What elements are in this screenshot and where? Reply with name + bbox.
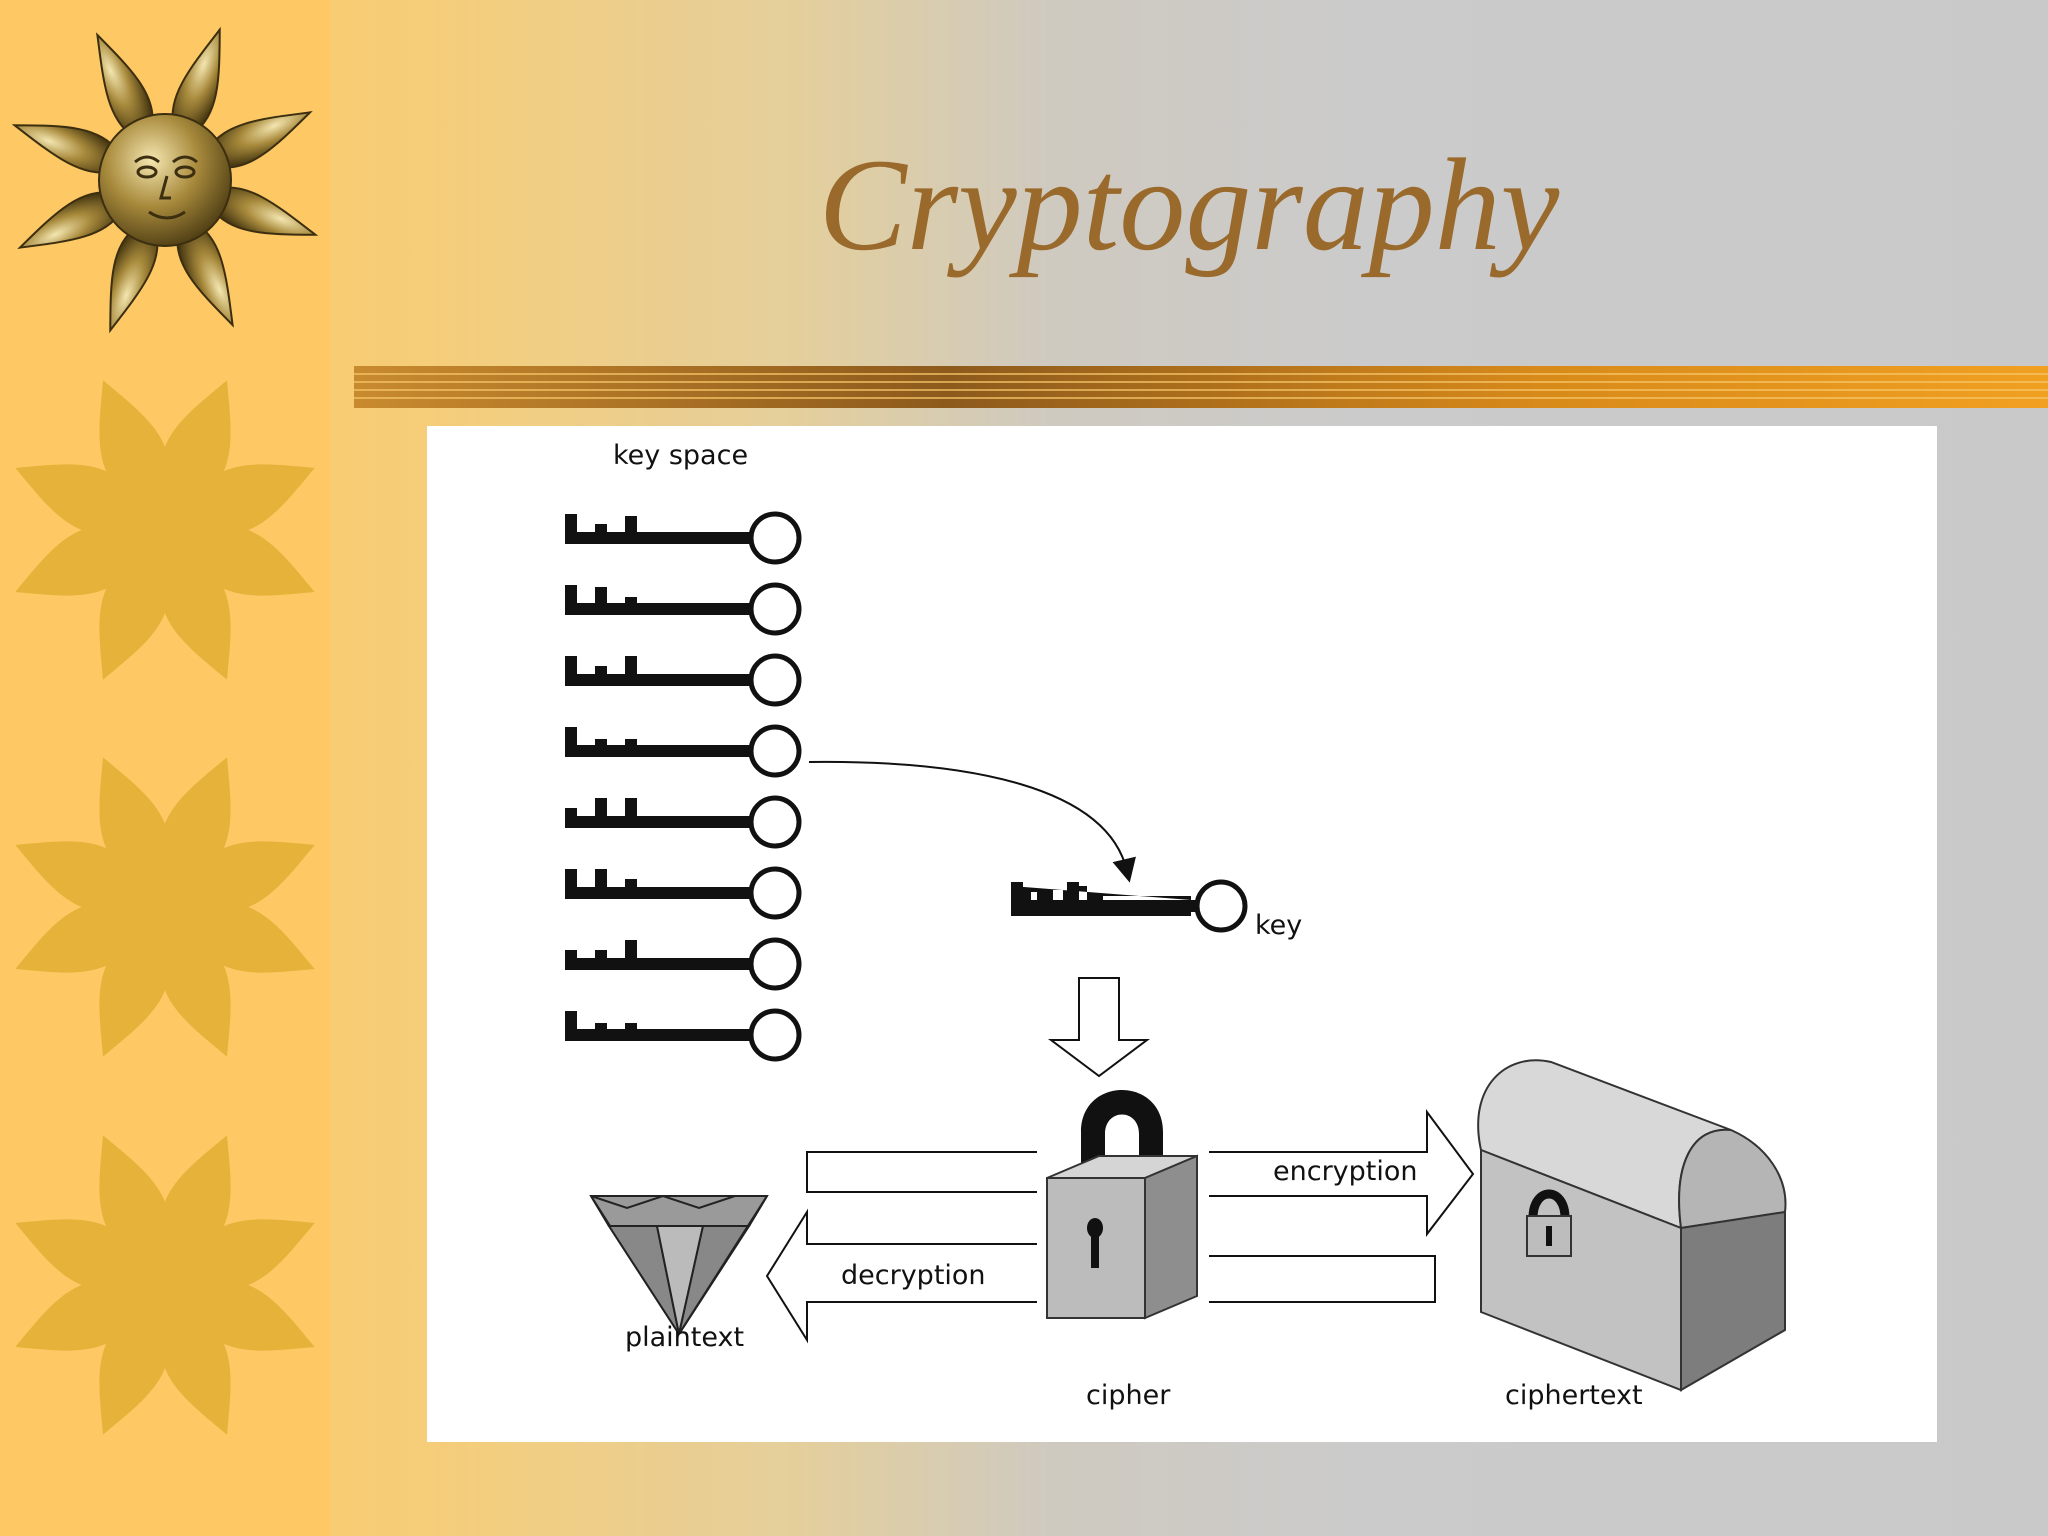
plaintext-label: plaintext — [625, 1322, 745, 1353]
sun-icon — [15, 380, 315, 680]
diamond-icon — [589, 1194, 769, 1335]
key-icon — [565, 582, 802, 636]
encryption-label: encryption — [1273, 1156, 1418, 1187]
encryption-arrow — [1209, 1108, 1475, 1237]
treasure-chest-icon — [1477, 1059, 1787, 1392]
cryptography-diagram: key space key encryption decryption plai… — [427, 426, 1937, 1442]
padlock-icon — [1046, 1090, 1198, 1320]
key-icon — [565, 866, 802, 920]
title-rule — [354, 366, 2048, 408]
output-bar — [1209, 1255, 1436, 1303]
key-space-stack — [565, 511, 802, 1062]
decryption-label: decryption — [841, 1260, 986, 1291]
decryption-arrow — [765, 1208, 1037, 1344]
sun-icon — [15, 757, 315, 1057]
key-icon — [565, 724, 802, 778]
input-bar — [806, 1151, 1037, 1193]
slide-title: Cryptography — [818, 131, 1560, 278]
ciphertext-label: ciphertext — [1505, 1380, 1643, 1411]
key-icon — [565, 511, 802, 565]
key-label: key — [1255, 910, 1303, 941]
key-icon — [565, 653, 802, 707]
key-icon — [565, 937, 802, 991]
key-space-label: key space — [613, 440, 749, 471]
down-arrow-icon — [1048, 977, 1150, 1078]
sun-icon — [15, 1135, 315, 1435]
selected-key-icon — [1011, 879, 1248, 933]
cipher-label: cipher — [1086, 1380, 1171, 1411]
key-icon — [565, 795, 802, 849]
metallic-sun-icon — [11, 26, 319, 334]
key-selection-arrow — [808, 760, 1136, 883]
key-icon — [565, 1008, 802, 1062]
